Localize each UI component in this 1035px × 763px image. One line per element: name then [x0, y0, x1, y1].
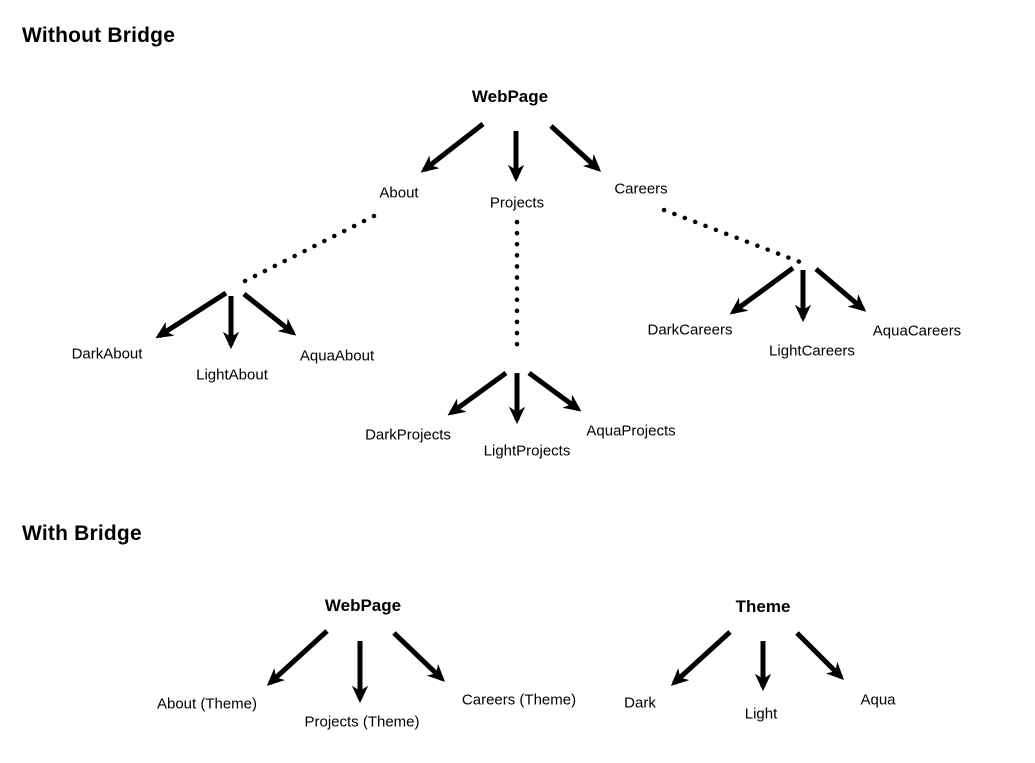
node-lightcareers: LightCareers [769, 342, 855, 360]
edges-webpage-bridge [270, 629, 442, 699]
edge-careers-darkcareers [733, 265, 795, 312]
edges-about-variants [159, 290, 293, 345]
edge-webpage-careers [549, 124, 598, 169]
edges-webpage-top [424, 122, 598, 178]
edge-projects-aquaprojects [527, 370, 578, 409]
edge-webpage2-about [270, 629, 329, 683]
node-lightabout: LightAbout [196, 366, 268, 384]
node-about-theme: About (Theme) [156, 695, 258, 713]
section-title-with-bridge: With Bridge [22, 522, 142, 545]
edge-careers-aquacareers [814, 267, 863, 309]
edge-about-aquaabout [242, 292, 293, 333]
node-aquacareers: AquaCareers [872, 322, 962, 340]
node-darkabout: DarkAbout [71, 345, 143, 363]
node-aquaprojects: AquaProjects [586, 422, 676, 440]
edges-careers-variants [733, 265, 863, 318]
node-darkcareers: DarkCareers [647, 321, 733, 339]
node-careers-theme: Careers (Theme) [461, 691, 577, 709]
edge-theme-aqua [795, 631, 841, 677]
node-projects: Projects [489, 194, 545, 212]
edge-theme-dark [674, 630, 732, 683]
node-darkprojects: DarkProjects [365, 426, 451, 444]
node-dark: Dark [624, 694, 656, 712]
dotted-edge-about [240, 213, 377, 285]
edges-projects-variants [451, 370, 578, 420]
edge-webpage-about [424, 122, 485, 170]
node-projects-theme: Projects (Theme) [304, 713, 420, 731]
dotted-connectors [240, 207, 803, 349]
node-aqua: Aqua [860, 691, 896, 709]
node-aquaabout: AquaAbout [299, 347, 375, 365]
edges-theme-bridge [674, 630, 841, 687]
edge-about-darkabout [159, 290, 228, 336]
edge-webpage2-careers [392, 631, 442, 679]
edge-projects-darkprojects [451, 370, 508, 413]
node-theme: Theme [735, 597, 791, 616]
node-about: About [379, 184, 419, 202]
node-webpage: WebPage [471, 87, 549, 106]
node-careers: Careers [614, 180, 668, 198]
section-title-without-bridge: Without Bridge [22, 24, 176, 47]
node-lightprojects: LightProjects [483, 442, 571, 460]
node-light: Light [744, 705, 778, 723]
node-webpage-bridge: WebPage [324, 596, 402, 615]
dotted-edge-careers [661, 207, 803, 265]
